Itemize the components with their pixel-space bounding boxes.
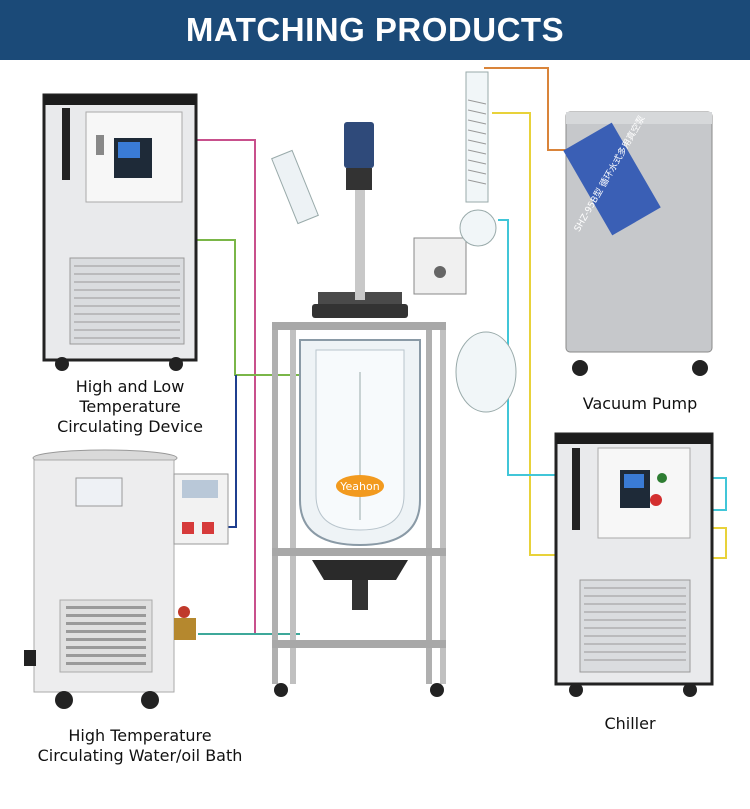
pipe-cyan-right	[706, 477, 727, 511]
glass-reactor: Yeahon	[271, 71, 517, 697]
brand-logo-text: Yeahon	[339, 480, 379, 493]
title-banner: MATCHING PRODUCTS	[0, 0, 750, 60]
vacuum-pump: SHZ-95B型 循环水式多用真空泵	[563, 111, 713, 376]
chiller-label: Chiller	[560, 714, 700, 734]
bath-label: High Temperature Circulating Water/oil B…	[10, 726, 270, 766]
high-low-label-line1: High and Low	[75, 377, 185, 396]
water-oil-bath	[24, 449, 229, 709]
bath-label-line1: High Temperature	[68, 726, 212, 745]
vacuum-pump-label: Vacuum Pump	[560, 394, 720, 414]
high-low-temperature-device	[42, 93, 198, 371]
pipe-yellow-right	[706, 527, 727, 559]
chiller-label-text: Chiller	[604, 714, 656, 733]
vacuum-pump-label-text: Vacuum Pump	[582, 394, 698, 413]
banner-title: MATCHING PRODUCTS	[185, 11, 565, 48]
bath-label-line2: Circulating Water/oil Bath	[37, 746, 243, 765]
pipe-orange	[484, 67, 566, 151]
pipe-yellow	[492, 112, 556, 556]
pipe-blue	[226, 375, 237, 528]
brand-logo-badge	[336, 475, 384, 497]
high-low-device-label: High and Low Temperature Circulating Dev…	[20, 377, 240, 437]
chiller	[554, 432, 714, 697]
pipe-green	[196, 239, 300, 376]
high-low-label-line3: Circulating Device	[57, 417, 203, 436]
high-low-label-line2: Temperature	[79, 397, 181, 416]
